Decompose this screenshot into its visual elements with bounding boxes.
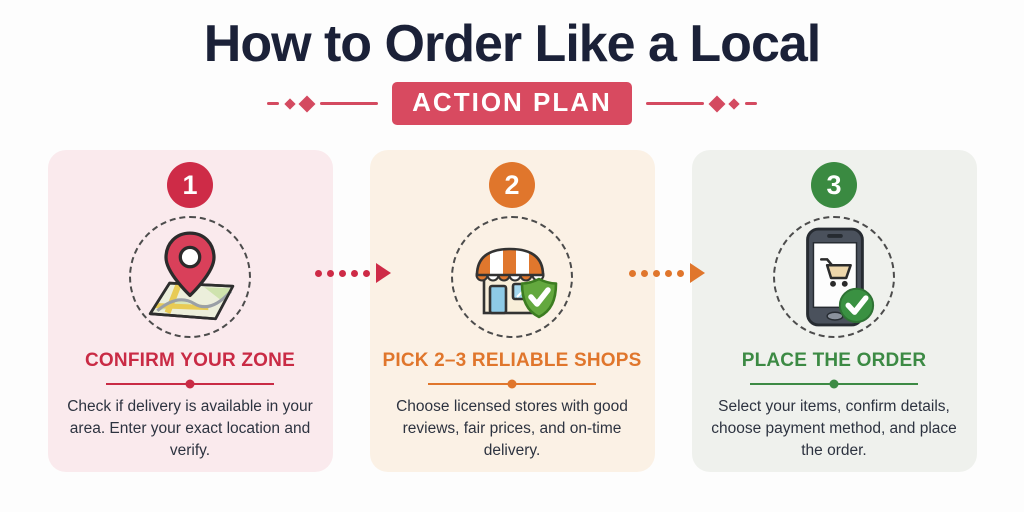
steps-row: 1 CONFIRM YOUR ZONE Check if delivery is… [0, 150, 1024, 472]
step-2-number-badge: 2 [489, 162, 535, 208]
page-title: How to Order Like a Local [203, 15, 821, 73]
dotted-arrow-right-icon [629, 263, 705, 283]
step-2-description: Choose licensed stores with good reviews… [396, 398, 628, 459]
badge-row: ACTION PLAN [0, 82, 1024, 126]
step-card-pick-shops: 2 [369, 150, 655, 472]
step-card-place-order: 3 PLACE THE ORDER Select your items, co [691, 150, 977, 472]
step-3-description: Select your items, confirm details, choo… [711, 398, 957, 459]
step-2-title: PICK 2–3 RELIABLE SHOPS [382, 350, 642, 371]
step-1-description: Check if delivery is available in your a… [67, 398, 313, 459]
map-location-pin-icon [129, 216, 251, 338]
step-1-divider [106, 383, 274, 385]
diamond-divider-left-icon [267, 95, 379, 113]
storefront-verified-icon [451, 216, 573, 338]
step-card-confirm-zone: 1 CONFIRM YOUR ZONE Check if delivery is… [47, 150, 333, 472]
step-3-title: PLACE THE ORDER [741, 350, 927, 371]
step-3-number-badge: 3 [811, 162, 857, 208]
step-1-title: CONFIRM YOUR ZONE [85, 350, 295, 371]
step-1-number-badge: 1 [167, 162, 213, 208]
action-plan-badge: ACTION PLAN [392, 82, 632, 126]
phone-cart-checkout-icon [773, 216, 895, 338]
diamond-divider-right-icon [645, 95, 757, 113]
step-3-divider [750, 383, 918, 385]
dotted-arrow-right-icon [315, 263, 391, 283]
header: How to Order Like a Local ACTION PLAN [0, 0, 1024, 126]
step-2-divider [428, 383, 596, 385]
